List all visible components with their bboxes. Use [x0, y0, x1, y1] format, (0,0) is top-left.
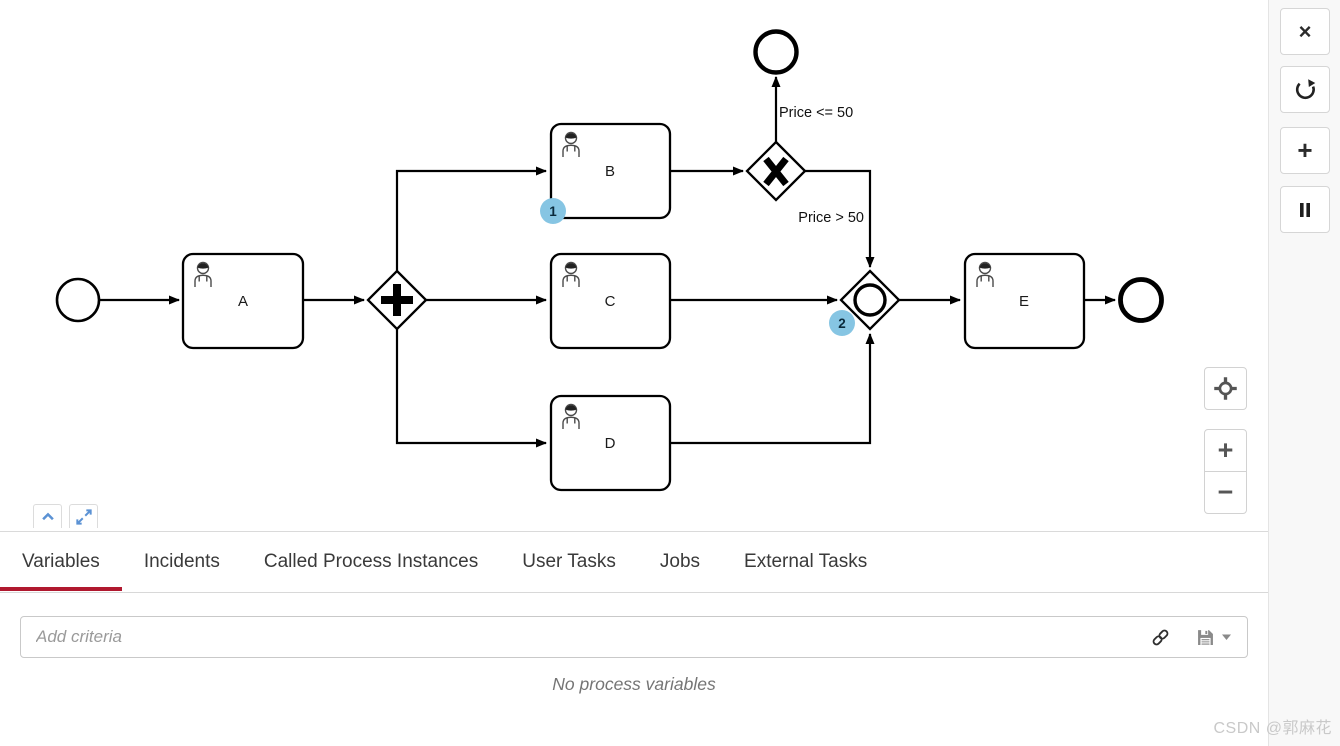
- filter-actions: [1150, 616, 1232, 658]
- end-event-right[interactable]: [1118, 277, 1164, 323]
- tab-called-process-instances[interactable]: Called Process Instances: [263, 551, 479, 572]
- end-event-top[interactable]: [753, 29, 799, 75]
- suspend-instance-button[interactable]: [1280, 186, 1330, 233]
- close-icon: ×: [1298, 18, 1312, 44]
- chevron-up-icon: [41, 512, 54, 520]
- flow-d-to-inclusive-gateway[interactable]: [670, 333, 875, 445]
- crosshair-icon: [1214, 377, 1237, 400]
- inclusive-gateway[interactable]: [839, 269, 901, 331]
- bpmn-diagram[interactable]: Price <= 50 Price > 50 A B C: [0, 0, 1268, 531]
- zoom-out-button[interactable]: −: [1204, 471, 1247, 514]
- variable-filter-row: [20, 616, 1248, 658]
- copy-link-button[interactable]: [1150, 627, 1171, 648]
- maximize-panel-button[interactable]: [69, 504, 98, 528]
- retry-button[interactable]: [1280, 66, 1330, 113]
- flow-label-price-gt-50: Price > 50: [798, 210, 864, 226]
- flow-gateway-to-b[interactable]: [395, 166, 547, 272]
- task-c[interactable]: C: [549, 252, 672, 350]
- add-variable-button[interactable]: +: [1280, 127, 1330, 174]
- badge-circle: [829, 310, 855, 336]
- diagram-canvas[interactable]: Price <= 50 Price > 50 A B C: [0, 0, 1268, 531]
- task-d[interactable]: D: [549, 394, 672, 492]
- link-icon: [1152, 629, 1169, 645]
- empty-variables-message: No process variables: [552, 674, 716, 694]
- flow-price-gt-50[interactable]: [805, 169, 875, 268]
- tab-jobs[interactable]: Jobs: [659, 551, 701, 572]
- badge-circle: [540, 198, 566, 224]
- cancel-instance-button[interactable]: ×: [1280, 8, 1330, 55]
- save-icon: [1198, 629, 1213, 645]
- refresh-icon: [1295, 79, 1315, 100]
- task-e-label: E: [1019, 293, 1029, 310]
- zoom-controls: + −: [1204, 367, 1247, 514]
- sequence-flows[interactable]: [99, 76, 1116, 448]
- start-event[interactable]: [55, 277, 101, 323]
- pause-icon: [1300, 202, 1310, 217]
- plus-icon: +: [1217, 435, 1234, 465]
- minus-icon: −: [1217, 477, 1234, 507]
- task-b[interactable]: B: [549, 122, 672, 220]
- expand-diagonal-icon: [75, 508, 92, 525]
- zoom-in-button[interactable]: +: [1204, 429, 1247, 472]
- task-d-label: D: [605, 435, 616, 452]
- tab-incidents[interactable]: Incidents: [143, 551, 220, 572]
- flow-label-price-le-50: Price <= 50: [779, 105, 853, 121]
- task-e[interactable]: E: [963, 252, 1086, 350]
- detail-panel: Variables Incidents Called Process Insta…: [0, 531, 1268, 746]
- parallel-gateway[interactable]: [366, 269, 428, 331]
- caret-down-icon: [1222, 634, 1231, 640]
- task-b-label: B: [605, 163, 615, 180]
- bottom-panel-toggles: [33, 504, 98, 528]
- task-a[interactable]: A: [181, 252, 305, 350]
- tab-user-tasks[interactable]: User Tasks: [522, 551, 616, 572]
- tab-variables[interactable]: Variables: [0, 532, 122, 592]
- badge-inclusive-gateway-count[interactable]: 2: [829, 310, 855, 336]
- task-a-label: A: [238, 293, 248, 310]
- badge-value: 2: [838, 316, 846, 331]
- action-sidebar: × +: [1268, 0, 1340, 746]
- tab-external-tasks[interactable]: External Tasks: [744, 551, 868, 572]
- badge-value: 1: [549, 204, 557, 219]
- badge-task-b-count[interactable]: 1: [540, 198, 566, 224]
- watermark: CSDN @郭麻花: [1213, 720, 1332, 737]
- exclusive-gateway[interactable]: [745, 140, 807, 202]
- flow-gateway-to-d[interactable]: [395, 328, 547, 448]
- detail-tabs: Variables Incidents Called Process Insta…: [0, 532, 1268, 593]
- task-c-label: C: [605, 293, 616, 310]
- collapse-panel-button[interactable]: [33, 504, 62, 528]
- save-filter-button[interactable]: [1195, 627, 1232, 648]
- add-criteria-input[interactable]: [20, 616, 1248, 658]
- plus-icon: +: [1297, 135, 1313, 165]
- reset-viewport-button[interactable]: [1204, 367, 1247, 410]
